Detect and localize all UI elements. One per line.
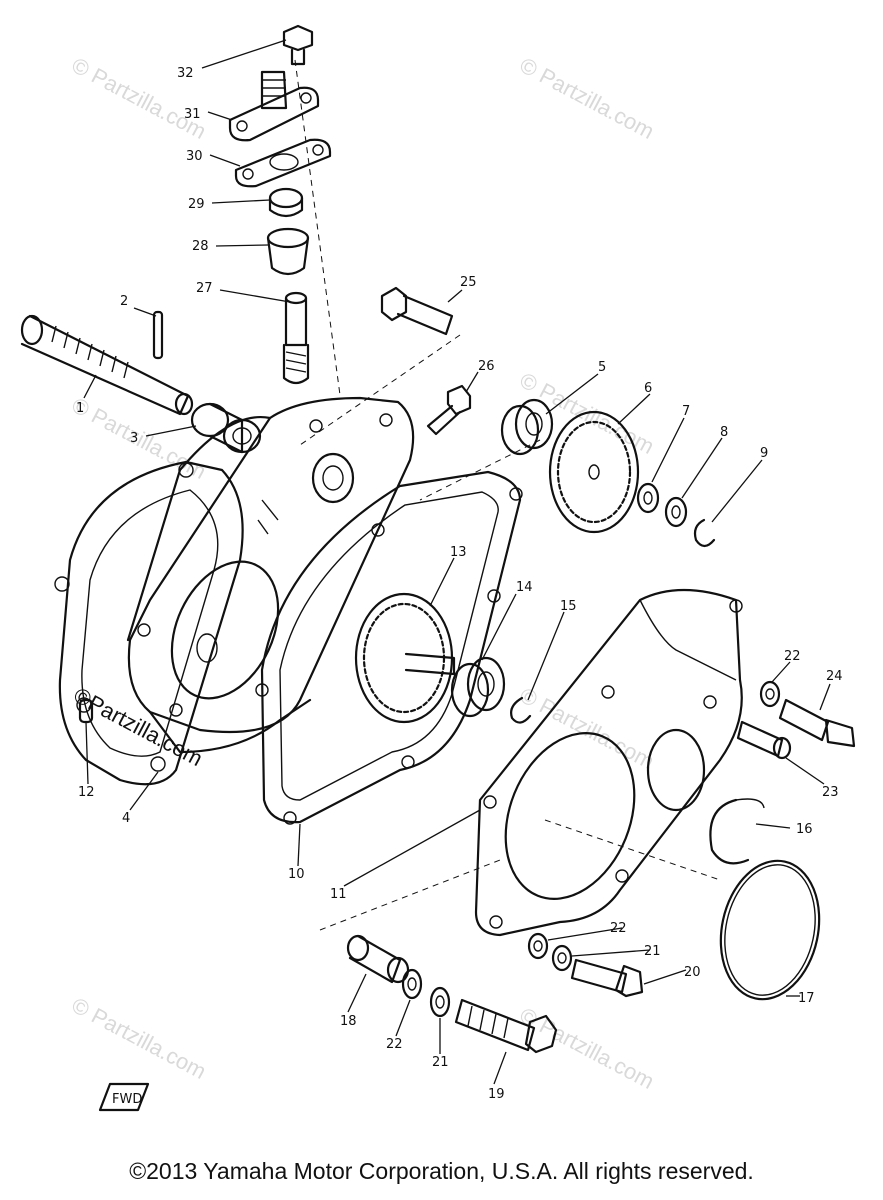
- part-6-gear: [548, 410, 640, 534]
- part-32-bolt: [282, 24, 314, 66]
- callout-10: 10: [288, 867, 305, 882]
- part-30-gasket: [234, 138, 332, 188]
- part-2-pin: [152, 310, 164, 360]
- part-13-gear: [354, 592, 456, 724]
- part-19-bolt: [454, 998, 558, 1054]
- callout-27: 27: [196, 281, 213, 296]
- watermark-prominent: ©Partzilla.com: [70, 682, 207, 771]
- callout-25: 25: [460, 275, 477, 290]
- callout-7: 7: [682, 404, 690, 419]
- callout-1: 1: [76, 401, 84, 416]
- callout-17: 17: [798, 991, 815, 1006]
- part-8-washer: [664, 496, 688, 528]
- callout-4: 4: [122, 811, 130, 826]
- copyright-notice: ©2013 Yamaha Motor Corporation, U.S.A. A…: [129, 1158, 754, 1184]
- fwd-mark: FWD: [98, 1082, 150, 1112]
- parts-diagram: © Partzilla.com © Partzilla.com © Partzi…: [20, 24, 856, 1112]
- callouts: 32 31 30 29 28 27 25 26 2 1 3 5 6 7 8 9 …: [76, 66, 843, 1102]
- callout-5: 5: [598, 360, 606, 375]
- part-24-bolt: [778, 698, 856, 748]
- callout-3: 3: [130, 431, 138, 446]
- part-20-bolt: [570, 958, 644, 998]
- callout-30: 30: [186, 149, 203, 164]
- part-29-seal: [268, 187, 304, 218]
- callout-21-middle: 21: [644, 944, 661, 959]
- assembly-axes: [294, 59, 721, 931]
- callout-21-lower: 21: [432, 1055, 449, 1070]
- callout-26: 26: [478, 359, 495, 374]
- callout-12: 12: [78, 785, 95, 800]
- part-22-washer-upper: [759, 680, 781, 708]
- watermark: © Partzilla.com: [68, 992, 211, 1084]
- part-14-bearing: [450, 656, 506, 718]
- callout-28: 28: [192, 239, 209, 254]
- part-21-washer-lower: [429, 986, 451, 1018]
- callout-31: 31: [184, 107, 201, 122]
- part-7-washer: [636, 482, 660, 514]
- part-1-worm-shaft: [20, 314, 194, 416]
- callout-19: 19: [488, 1087, 505, 1102]
- callout-22-lower: 22: [386, 1037, 403, 1052]
- part-16-snap-ring: [709, 798, 765, 865]
- part-31-flange: [228, 70, 320, 142]
- callout-32: 32: [177, 66, 194, 81]
- part-17-o-ring: [719, 859, 821, 1001]
- fwd-label: FWD: [112, 1092, 142, 1107]
- leader-lines: [83, 39, 831, 1085]
- callout-22-middle: 22: [610, 921, 627, 936]
- part-21-washer-middle: [551, 944, 573, 972]
- part-25-bolt: [380, 286, 454, 336]
- callout-16: 16: [796, 822, 813, 837]
- callout-22-upper: 22: [784, 649, 801, 664]
- callout-6: 6: [644, 381, 652, 396]
- watermark: © Partzilla.com: [516, 1002, 659, 1094]
- callout-2: 2: [120, 294, 128, 309]
- callout-18: 18: [340, 1014, 357, 1029]
- part-18-dowel: [346, 934, 410, 984]
- callout-8: 8: [720, 425, 728, 440]
- part-11-cover: [474, 588, 743, 937]
- callout-29: 29: [188, 197, 205, 212]
- callout-14: 14: [516, 580, 533, 595]
- callout-20: 20: [684, 965, 701, 980]
- part-28-bushing: [266, 227, 310, 276]
- callout-11: 11: [330, 887, 347, 902]
- part-23-bolt: [736, 720, 792, 760]
- callout-23: 23: [822, 785, 839, 800]
- part-26-bolt: [426, 384, 472, 436]
- callout-24: 24: [826, 669, 843, 684]
- part-5-bearing: [500, 398, 554, 456]
- part-22-washer-lower: [401, 968, 423, 1000]
- main-housing: [126, 396, 415, 754]
- part-27-driven-shaft: [282, 291, 310, 385]
- watermark: © Partzilla.com: [68, 392, 211, 484]
- callout-15: 15: [560, 599, 577, 614]
- callout-13: 13: [450, 545, 467, 560]
- part-9-clip: [693, 518, 716, 548]
- watermark: © Partzilla.com: [516, 52, 659, 144]
- part-15-circlip: [510, 696, 532, 724]
- part-10-gasket: [255, 470, 523, 825]
- callout-9: 9: [760, 446, 768, 461]
- part-22-washer-middle: [527, 932, 549, 960]
